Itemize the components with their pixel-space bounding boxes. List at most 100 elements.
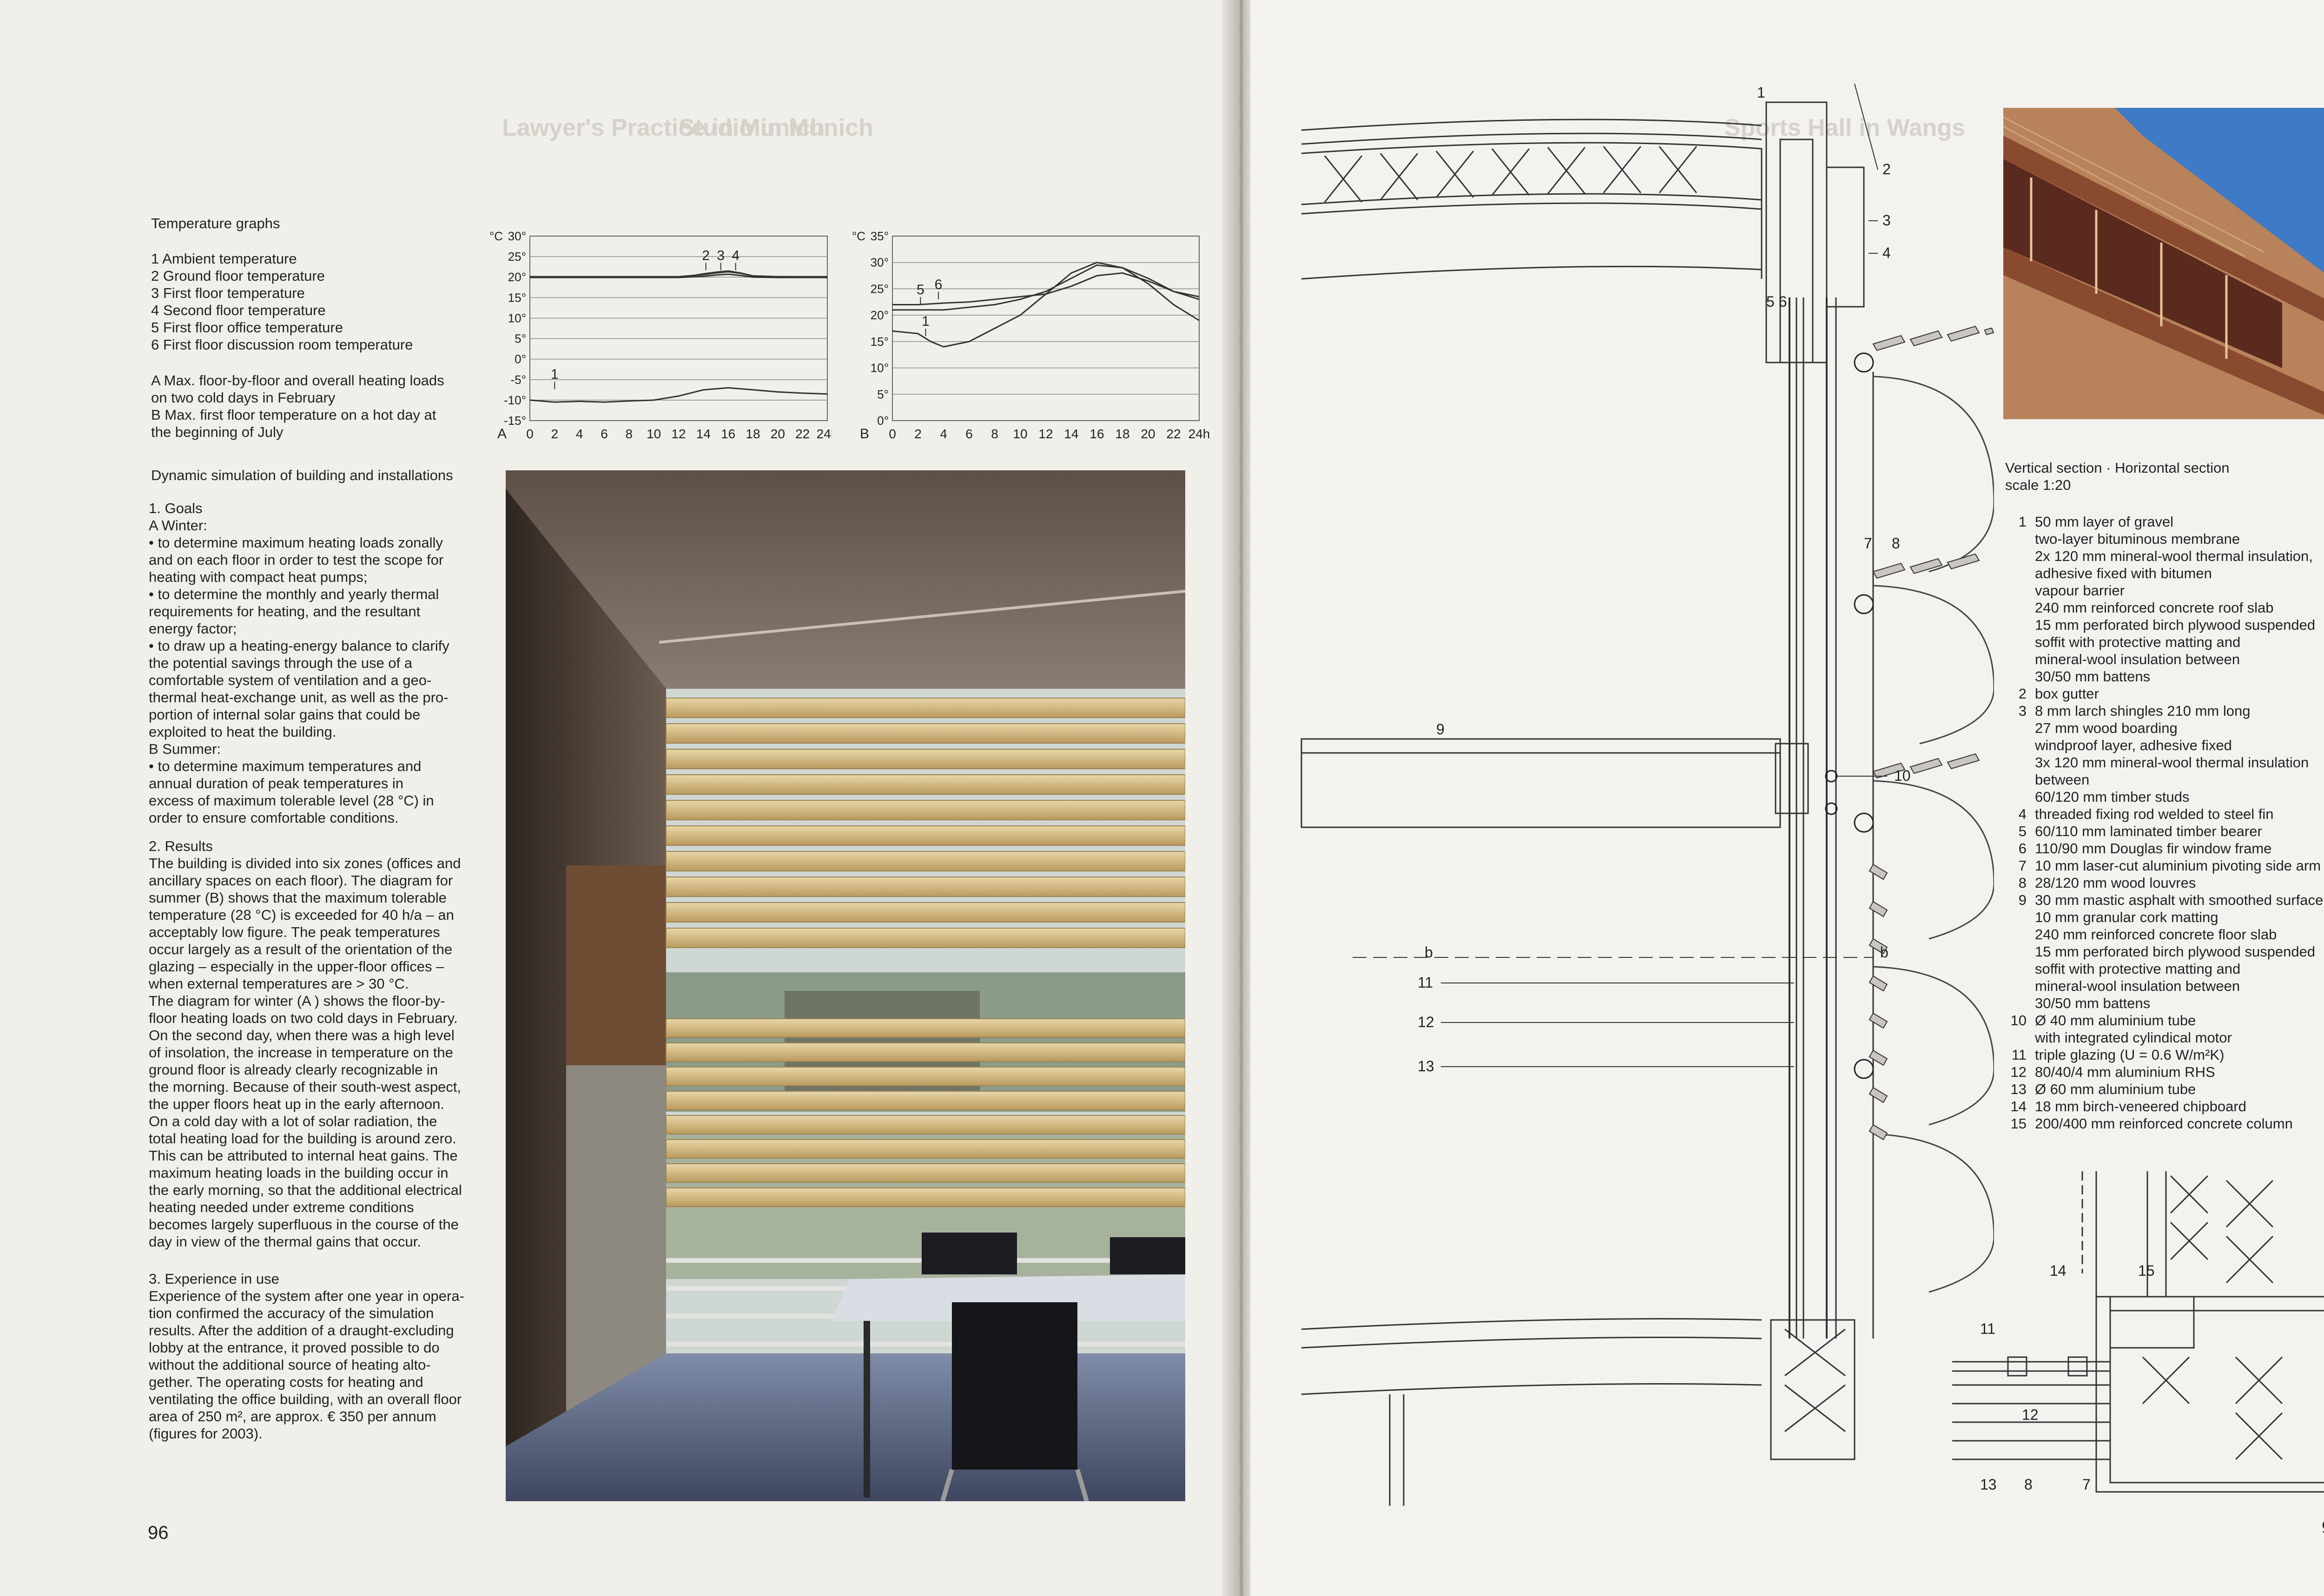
legend-text: triple glazing (U = 0.6 W/m²K) xyxy=(2035,1047,2225,1063)
y-tick-label: 35° xyxy=(871,229,889,243)
legend-text: threaded fixing rod welded to steel fin xyxy=(2035,806,2274,822)
legend-number: 3 xyxy=(2018,703,2027,719)
legend-text: 80/40/4 mm aluminium RHS xyxy=(2035,1064,2215,1080)
show-through-text: Sports Hall in Wangs xyxy=(1724,114,1966,141)
x-tick-label: 8 xyxy=(991,427,998,441)
legend-number: 15 xyxy=(2010,1115,2027,1132)
y-tick-label: -15° xyxy=(504,414,526,428)
svg-text:12: 12 xyxy=(1418,1014,1434,1030)
legend-row: 9 30 mm mastic asphalt with smoothed surf… xyxy=(2009,891,2324,1012)
legend-number: 13 xyxy=(2010,1081,2027,1097)
legend-item: 6 First floor discussion room temperatur… xyxy=(151,336,413,353)
legend-number: 5 xyxy=(2018,823,2027,839)
section-scale: scale 1:20 xyxy=(2005,477,2071,493)
series-line-5 xyxy=(892,264,1200,311)
left-page: Lawyer's Practice in Munich Studio in Mu… xyxy=(0,0,1236,1596)
curve-label: 1 xyxy=(551,367,559,382)
y-tick-label: 25° xyxy=(508,250,526,264)
x-tick-label: 20 xyxy=(771,427,785,441)
x-tick-label: 24h xyxy=(1188,427,1210,441)
svg-text:9: 9 xyxy=(1436,721,1445,738)
series-line-4 xyxy=(530,273,827,278)
goals-text: 1. Goals A Winter: • to determine maximu… xyxy=(149,500,449,826)
results-text: 2. Results The building is divided into … xyxy=(149,838,462,1250)
x-tick-label: 0 xyxy=(889,427,896,441)
y-tick-label: 20° xyxy=(508,270,526,284)
svg-text:7: 7 xyxy=(1864,535,1872,552)
legend-row: 12 80/40/4 mm aluminium RHS xyxy=(2009,1063,2324,1081)
x-tick-label: 6 xyxy=(965,427,973,441)
svg-text:13: 13 xyxy=(1980,1476,1997,1493)
x-tick-label: 16 xyxy=(1089,427,1104,441)
y-axis-unit: °C xyxy=(852,229,865,243)
graph-legend: 1 Ambient temperature 2 Ground floor tem… xyxy=(151,250,413,353)
curve-label: 5 xyxy=(917,282,924,297)
legend-number: 8 xyxy=(2018,875,2027,891)
legend-text: 200/400 mm reinforced concrete column xyxy=(2035,1115,2293,1132)
note-a: A Max. floor-by-floor and overall heatin… xyxy=(151,372,444,406)
graphs-heading: Temperature graphs xyxy=(151,215,280,231)
y-tick-label: -5° xyxy=(510,373,526,387)
y-tick-label: 5° xyxy=(877,387,889,401)
y-tick-label: 10° xyxy=(508,311,526,325)
svg-text:4: 4 xyxy=(1882,244,1891,261)
x-tick-label: 14 xyxy=(1064,427,1078,441)
legend-row: 14 18 mm birch-veneered chipboard xyxy=(2009,1098,2324,1115)
svg-text:3: 3 xyxy=(1882,212,1891,229)
y-tick-label: 25° xyxy=(871,282,889,296)
x-tick-label: 2 xyxy=(914,427,922,441)
svg-text:1: 1 xyxy=(1757,84,1765,101)
show-through-text: Studio in Munich xyxy=(679,114,873,141)
svg-text:11: 11 xyxy=(1980,1320,1995,1337)
svg-text:10: 10 xyxy=(1894,767,1911,784)
x-tick-label: 6 xyxy=(601,427,608,441)
legend-number: 10 xyxy=(2010,1012,2027,1029)
legend-text: box gutter xyxy=(2035,686,2099,702)
legend-text: 60/110 mm laminated timber bearer xyxy=(2035,823,2262,839)
legend-text: 110/90 mm Douglas fir window frame xyxy=(2035,840,2272,857)
legend-row: 5 60/110 mm laminated timber bearer xyxy=(2009,823,2324,840)
x-tick-label: 22 xyxy=(1166,427,1181,441)
x-tick-label: 18 xyxy=(1115,427,1129,441)
legend-number: 11 xyxy=(2011,1047,2027,1063)
svg-text:8: 8 xyxy=(1892,535,1900,552)
x-tick-label: 10 xyxy=(1013,427,1027,441)
series-line-1 xyxy=(892,262,1200,348)
series-line-6 xyxy=(892,272,1200,305)
series-line-1 xyxy=(529,387,828,403)
legend-number: 6 xyxy=(2018,840,2027,857)
legend-number: 9 xyxy=(2018,892,2027,908)
x-tick-label: 2 xyxy=(551,427,559,441)
svg-text:2: 2 xyxy=(1882,161,1891,178)
vertical-section-drawing: 1 2 3 4 5 6 7 8 9 10 b b 11 12 13 xyxy=(1301,84,1994,1506)
chart-panel-label: A xyxy=(497,426,507,442)
legend-text: 10 mm laser-cut aluminium pivoting side … xyxy=(2035,857,2321,874)
chart-panel-label: B xyxy=(860,426,869,442)
x-tick-label: 0 xyxy=(526,427,534,441)
y-tick-label: 15° xyxy=(871,335,889,349)
x-tick-label: 16 xyxy=(721,427,735,441)
graph-notes: A Max. floor-by-floor and overall heatin… xyxy=(151,372,444,441)
legend-text: 18 mm birch-veneered chipboard xyxy=(2035,1098,2246,1115)
curve-label: 1 xyxy=(922,314,930,329)
x-tick-label: 4 xyxy=(940,427,947,441)
x-tick-label: 18 xyxy=(746,427,760,441)
right-page: Sports Hall in Wangs xyxy=(1250,0,2324,1596)
legend-number: 1 xyxy=(2018,514,2027,530)
legend-number: 12 xyxy=(2010,1064,2027,1080)
x-tick-label: 12 xyxy=(671,427,686,441)
legend-item: 3 First floor temperature xyxy=(151,285,305,301)
legend-number: 14 xyxy=(2010,1098,2027,1115)
legend-number: 4 xyxy=(2018,806,2027,822)
y-tick-label: 30° xyxy=(871,256,889,270)
curve-label: 2 xyxy=(702,248,710,263)
legend-text: 30 mm mastic asphalt with smoothed surfa… xyxy=(2035,892,2324,1011)
y-tick-label: 10° xyxy=(871,361,889,375)
legend-row: 11 triple glazing (U = 0.6 W/m²K) xyxy=(2009,1046,2324,1063)
x-tick-label: 12 xyxy=(1038,427,1053,441)
svg-text:11: 11 xyxy=(1418,974,1433,991)
page-number-right: 9 xyxy=(2322,1517,2324,1538)
